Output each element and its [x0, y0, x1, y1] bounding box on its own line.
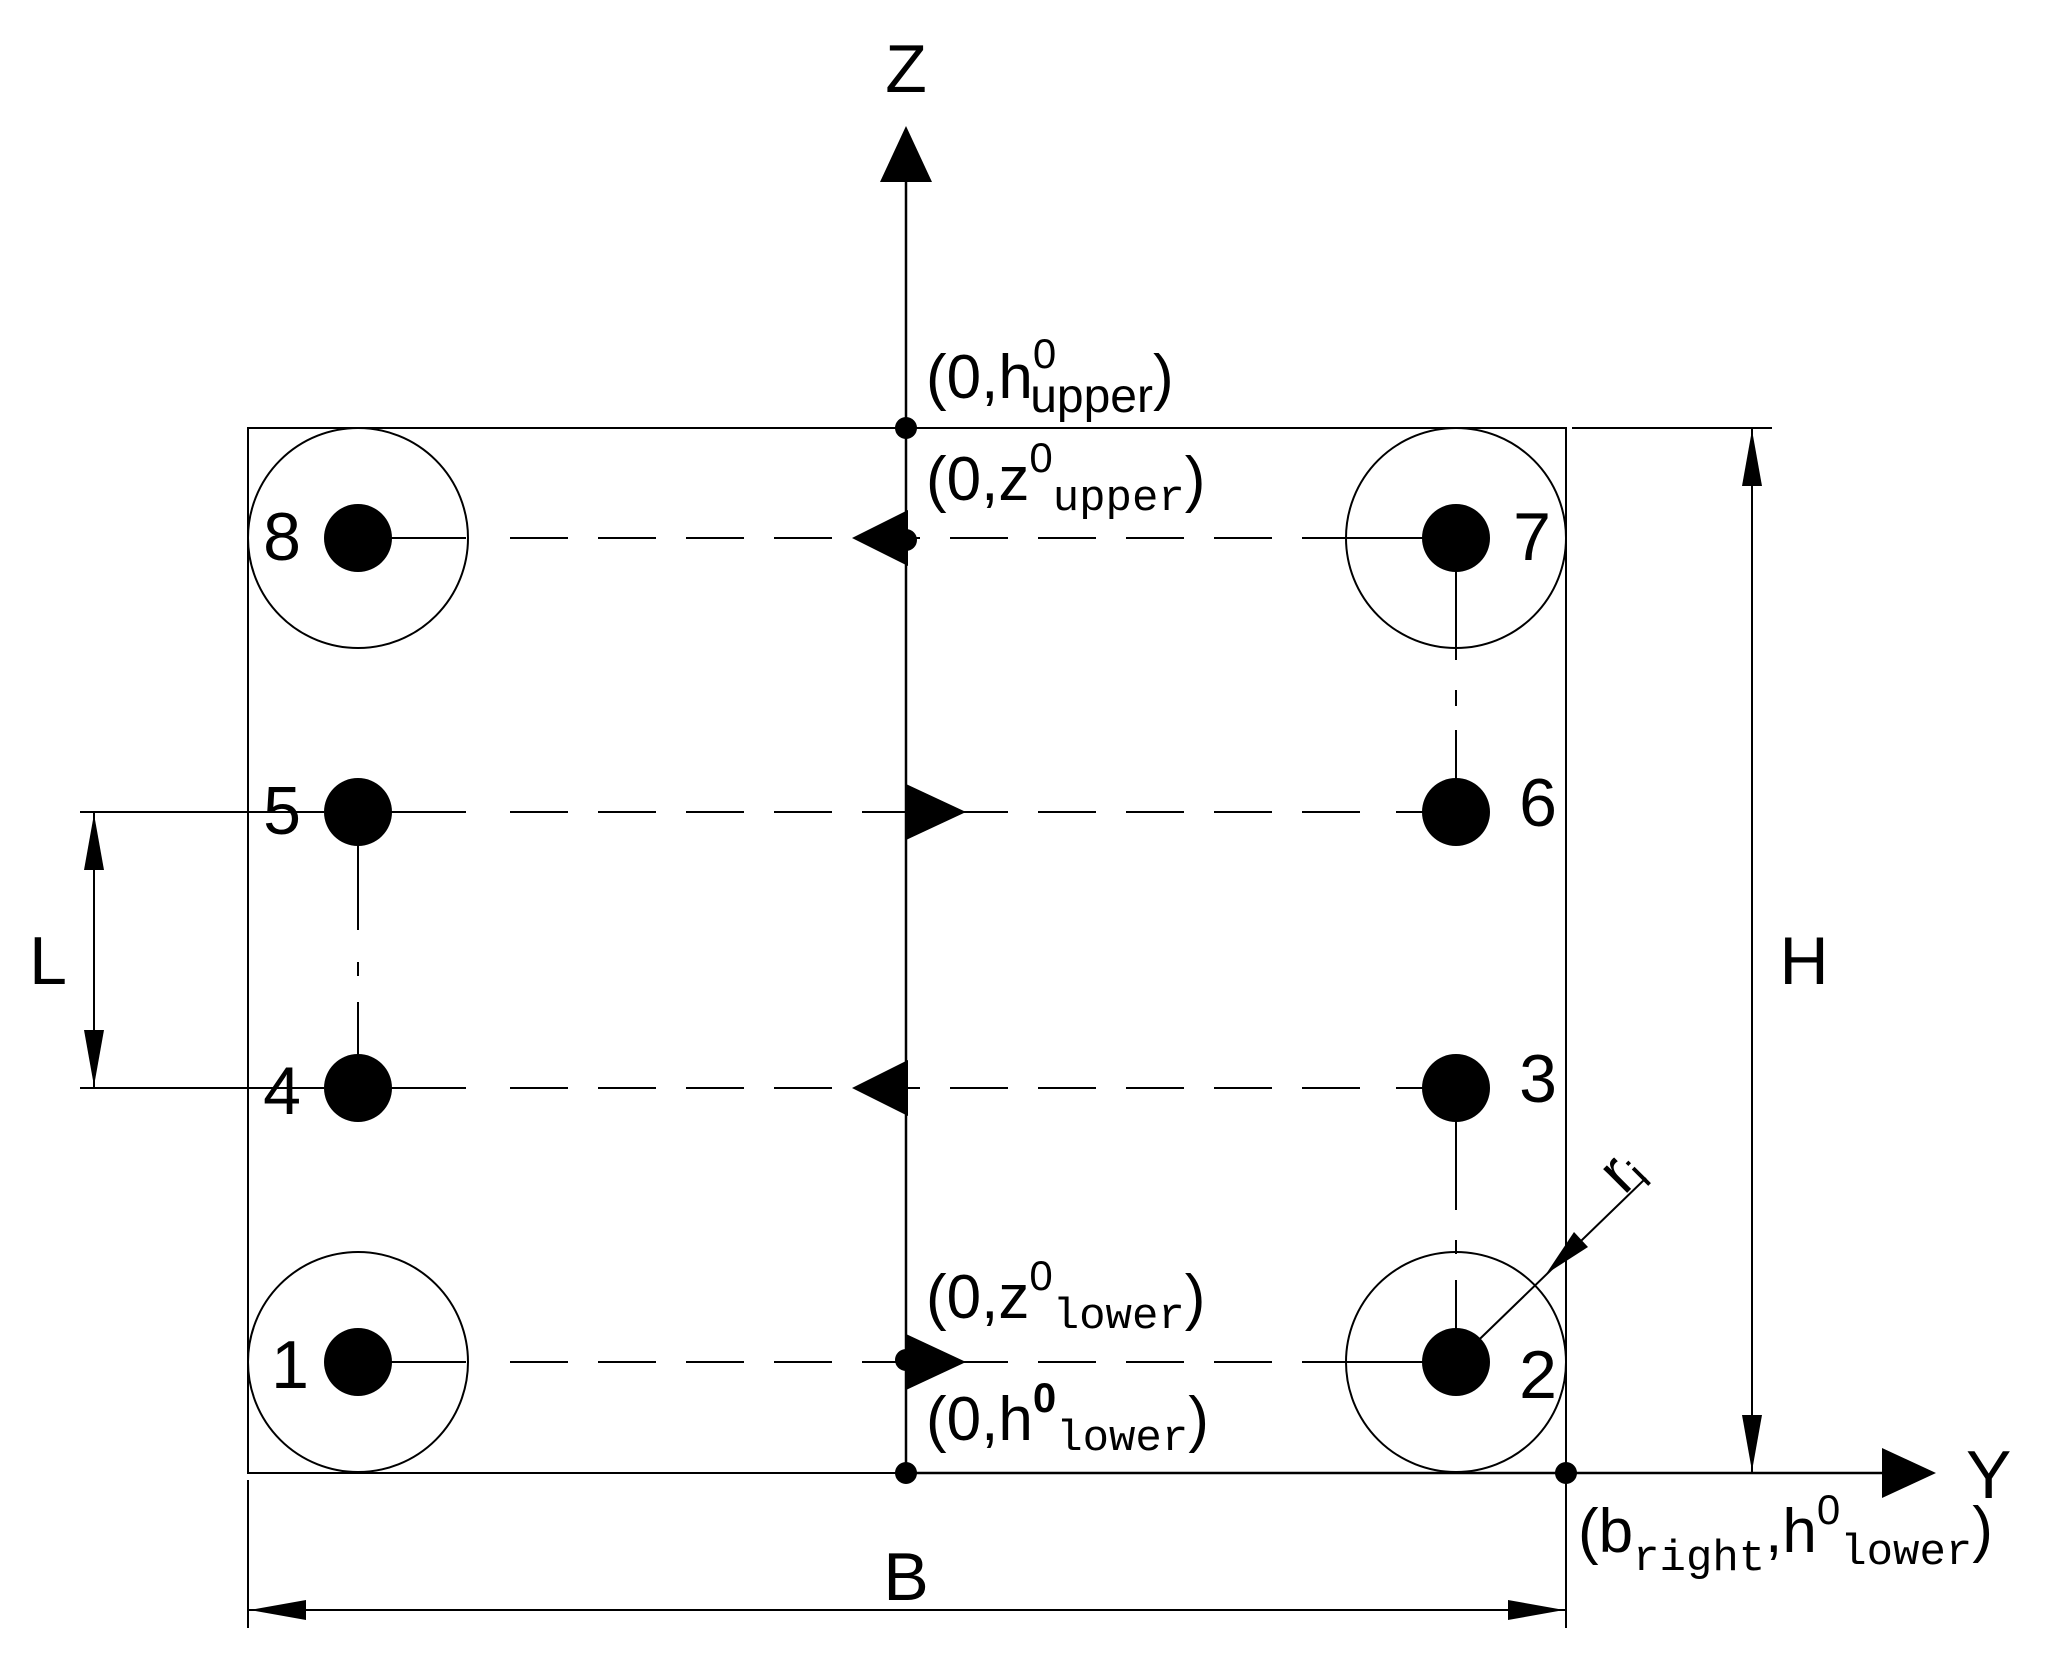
coord-b-right-sub: right: [1633, 1534, 1765, 1584]
coord-z-upper-sub: upper: [1053, 474, 1185, 524]
dim-b-arrow-right: [1508, 1600, 1564, 1620]
coord-label-b-right: (bright,h0lower): [1578, 1486, 1993, 1584]
coord-z-lower-zero: 0: [947, 1263, 981, 1332]
z-axis-arrowhead: [880, 126, 932, 182]
bar-dot-7: [1422, 504, 1490, 572]
coord-z-upper-close: ): [1185, 445, 1206, 514]
coord-z-lower-sup: 0: [1029, 1252, 1052, 1299]
point-label-7: 7: [1513, 499, 1551, 575]
dim-b-label: B: [883, 1539, 928, 1615]
coord-b-right-symbol: b: [1599, 1497, 1633, 1566]
key-point-b-right: [1555, 1462, 1577, 1484]
coord-z-lower-sub: lower: [1053, 1292, 1185, 1342]
coord-z-upper-symbol: z: [998, 445, 1029, 514]
coord-b-right-h: h: [1782, 1497, 1816, 1566]
coord-h-upper-close: ): [1153, 343, 1174, 412]
radius-leader-arrow: [1546, 1232, 1588, 1274]
coord-h-lower-comma: ,: [981, 1385, 998, 1454]
bar-dot-8: [324, 504, 392, 572]
bar-circle-8: [247, 427, 469, 649]
z-axis-label: Z: [885, 31, 927, 107]
key-point-h-lower: [895, 1462, 917, 1484]
coord-h-lower-close: ): [1188, 1385, 1209, 1454]
radius-label: ri: [1583, 1133, 1660, 1210]
coord-h-lower-zero: 0: [947, 1385, 981, 1454]
coord-h-lower-sub: lower: [1056, 1414, 1188, 1464]
bar-dot-6: [1422, 778, 1490, 846]
coord-z-lower-symbol: z: [998, 1263, 1029, 1332]
direction-arrow-1-2: [906, 1334, 966, 1390]
dim-h-arrow-bottom: [1742, 1415, 1762, 1471]
coord-z-upper-open: (: [926, 445, 947, 514]
coord-b-right-comma: ,: [1765, 1497, 1782, 1566]
coord-z-lower-open: (: [926, 1263, 947, 1332]
key-point-z-lower: [895, 1349, 917, 1371]
dim-l-arrow-bottom: [84, 1030, 104, 1086]
coord-z-upper-comma: ,: [981, 445, 998, 514]
coord-b-right-close: ): [1972, 1495, 1993, 1564]
coord-h-upper-sup: 0: [1033, 330, 1056, 377]
dim-l-label: L: [29, 923, 67, 999]
coord-b-right-sub-lower: lower: [1840, 1528, 1972, 1578]
point-label-2: 2: [1519, 1337, 1557, 1413]
key-point-h-upper: [895, 417, 917, 439]
coord-b-right-sup: 0: [1817, 1486, 1840, 1533]
dim-h-arrow-top: [1742, 430, 1762, 486]
bar-dot-1: [324, 1328, 392, 1396]
coord-b-right-open: (: [1578, 1497, 1599, 1566]
coord-h-upper-comma: ,: [981, 343, 998, 412]
y-axis-arrowhead: [1882, 1448, 1936, 1498]
coord-label-z-lower: (0,z0lower): [926, 1252, 1205, 1342]
coord-z-upper-zero: 0: [947, 445, 981, 514]
point-label-3: 3: [1519, 1041, 1557, 1117]
dim-b-arrow-left: [250, 1600, 306, 1620]
direction-arrow-5-6: [906, 784, 966, 840]
dim-l-arrow-top: [84, 814, 104, 870]
bar-dot-4: [324, 1054, 392, 1122]
coord-label-z-upper: (0,z0upper): [926, 434, 1205, 524]
coord-h-lower-sup: 0: [1033, 1374, 1056, 1421]
direction-arrow-4-3: [852, 1060, 908, 1116]
bar-dot-3: [1422, 1054, 1490, 1122]
coord-h-upper-symbol: h: [998, 343, 1032, 412]
dim-h-label: H: [1779, 923, 1828, 999]
coord-h-upper-open: (: [926, 343, 947, 412]
y-axis-label: Y: [1966, 1437, 2011, 1513]
coord-h-lower-open: (: [926, 1385, 947, 1454]
bar-circle-1: [247, 1251, 469, 1473]
bar-dot-5: [324, 778, 392, 846]
coord-z-lower-comma: ,: [981, 1263, 998, 1332]
coord-z-upper-sup: 0: [1029, 434, 1052, 481]
point-label-6: 6: [1519, 765, 1557, 841]
point-label-8: 8: [263, 499, 301, 575]
direction-arrow-8-7: [852, 510, 908, 566]
coord-h-upper-sub: upper: [1030, 370, 1153, 423]
coord-z-lower-close: ): [1185, 1263, 1206, 1332]
point-label-1: 1: [271, 1327, 309, 1403]
coord-h-upper-zero: 0: [947, 343, 981, 412]
key-point-z-upper: [895, 529, 917, 551]
coord-h-lower-symbol: h: [998, 1385, 1032, 1454]
point-label-4: 4: [263, 1053, 301, 1129]
coord-label-h-lower: (0,h0lower): [926, 1374, 1209, 1464]
